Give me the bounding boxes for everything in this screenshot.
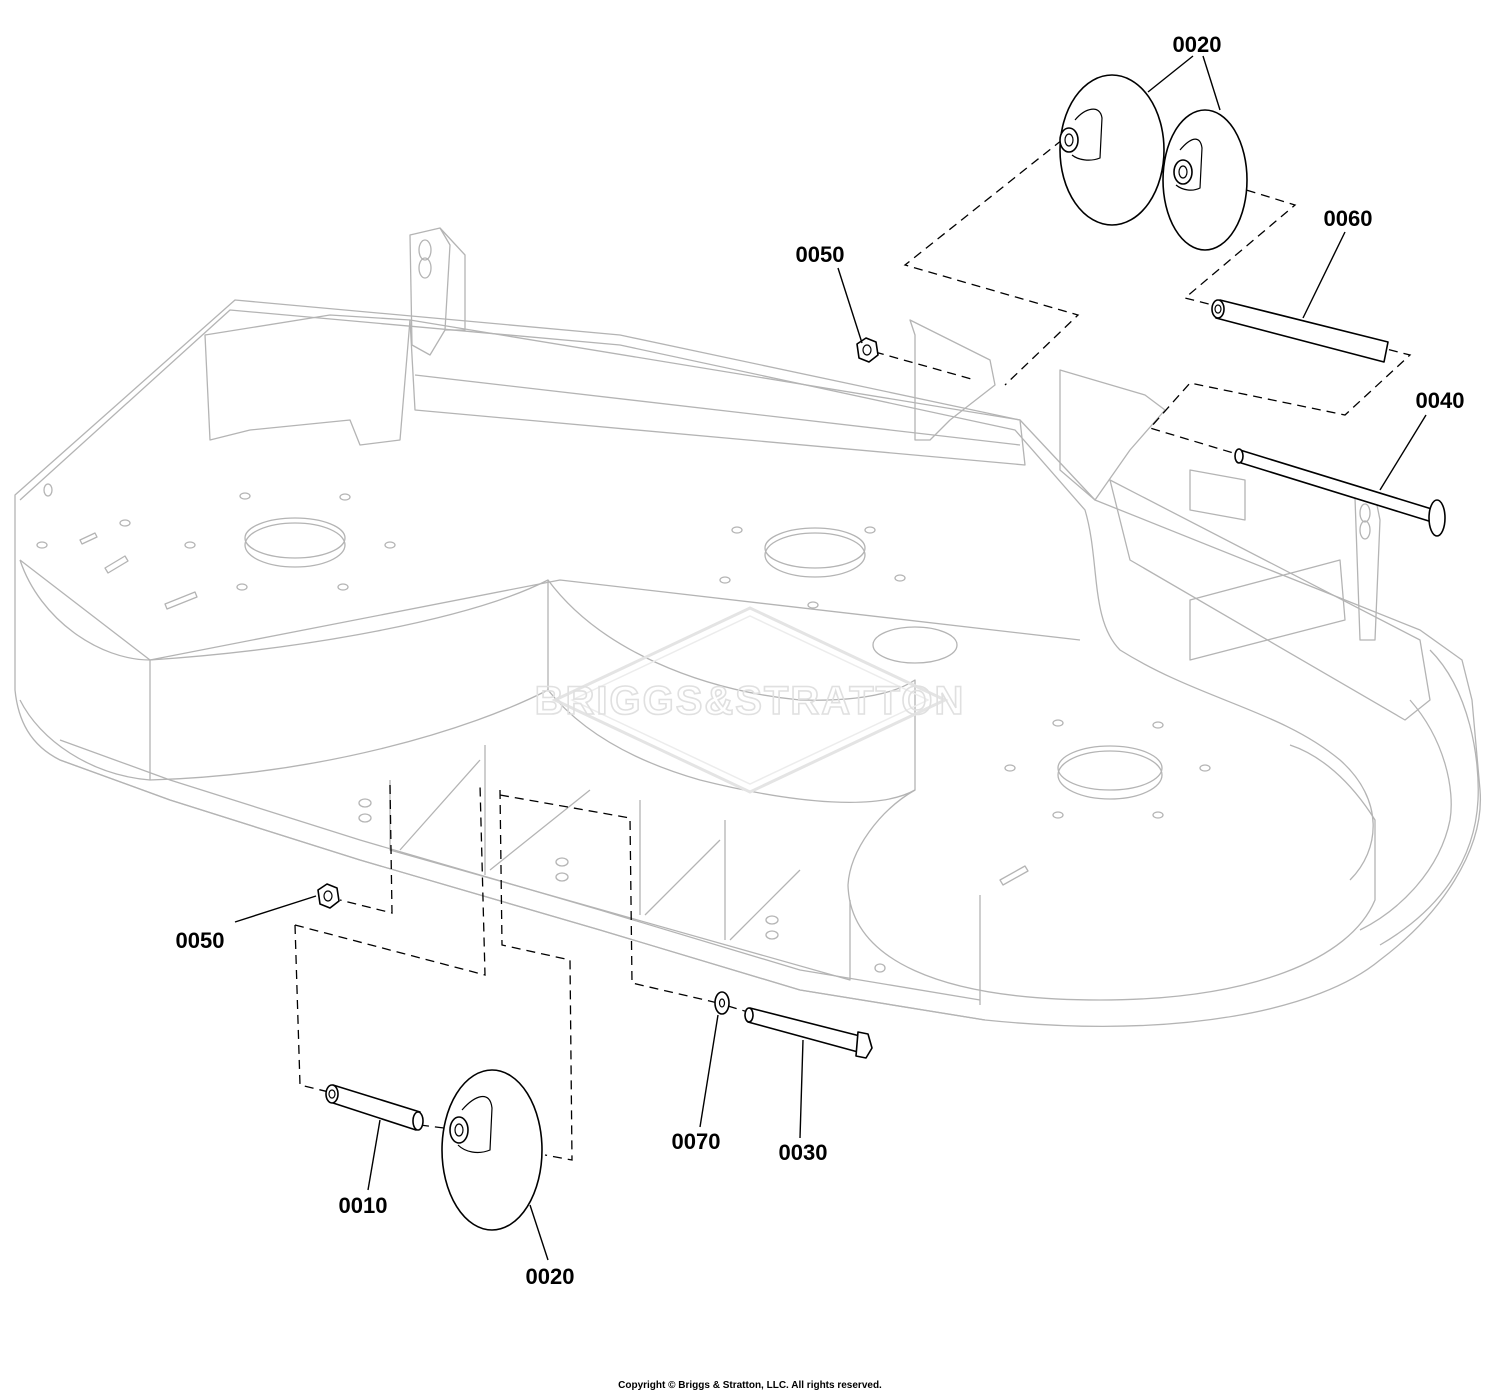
mower-deck (14, 227, 1481, 1027)
callout-0010: 0010 (339, 1193, 388, 1218)
callout-0070: 0070 (672, 1129, 721, 1154)
hex-nut-top (856, 337, 879, 363)
callout-0030: 0030 (779, 1140, 828, 1165)
gauge-wheel-top-left (1059, 74, 1165, 226)
bolt-0030 (744, 1007, 873, 1059)
callout-0040: 0040 (1416, 388, 1465, 413)
callout-0050-top: 0050 (796, 242, 845, 267)
callouts: 0020 0060 0050 0040 0050 0070 0030 0010 … (176, 32, 1465, 1289)
spacer-0010 (325, 1084, 424, 1131)
watermark-logo-text: BRIGGS&STRATTON (535, 679, 966, 723)
leader-lines (234, 55, 1427, 1261)
callout-0020-top: 0020 (1173, 32, 1222, 57)
copyright-notice: Copyright © Briggs & Stratton, LLC. All … (618, 1380, 882, 1391)
callout-0020-bottom: 0020 (526, 1264, 575, 1289)
washer-0070 (714, 991, 730, 1015)
bolt-0040 (1234, 448, 1446, 537)
axle-0060 (1211, 299, 1389, 363)
callout-0060: 0060 (1324, 206, 1373, 231)
hex-nut-bottom (317, 883, 340, 909)
callout-0050-bottom: 0050 (176, 928, 225, 953)
assembly-lines (294, 139, 1412, 1161)
gauge-wheel-top-right (1162, 109, 1248, 251)
brand-watermark: BRIGGS&STRATTON (534, 606, 966, 794)
gauge-wheel-bottom (441, 1069, 543, 1231)
